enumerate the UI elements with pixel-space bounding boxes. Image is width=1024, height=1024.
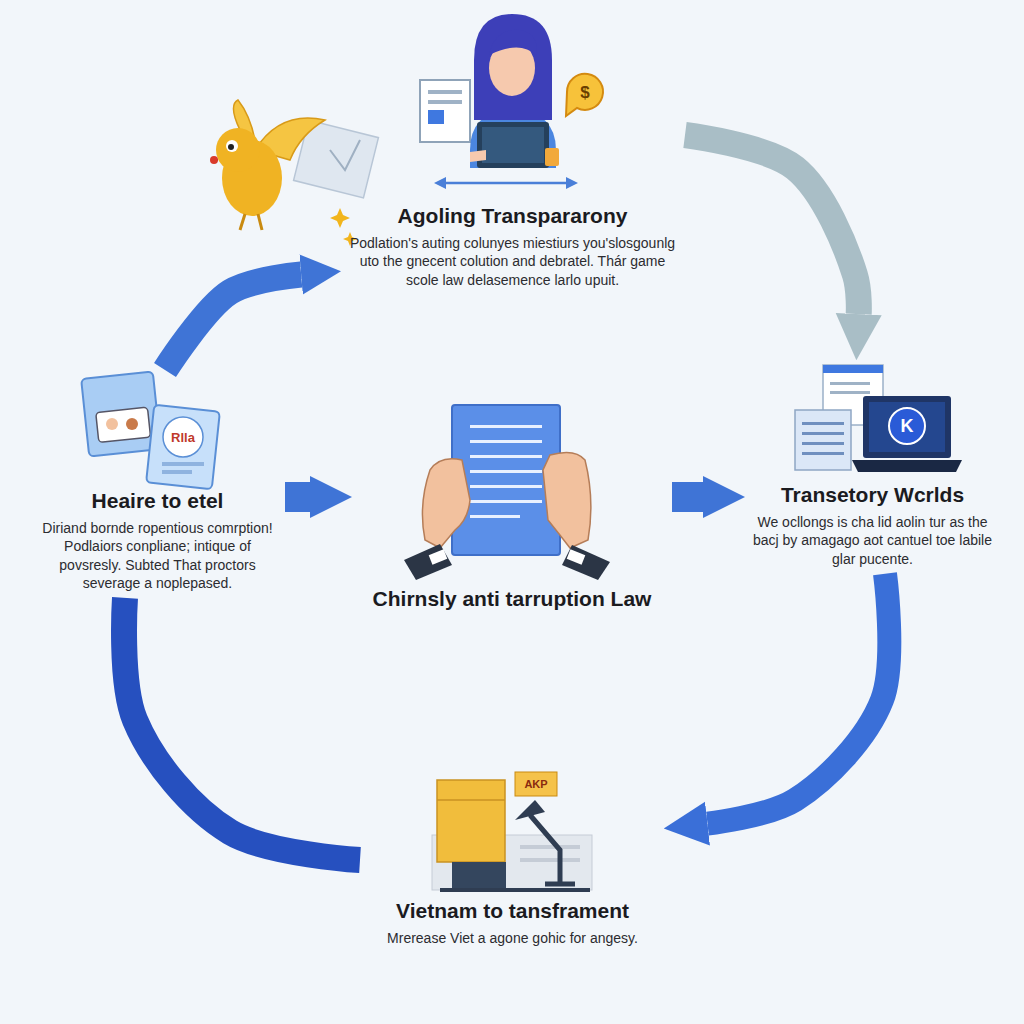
cycle-arrow: [285, 482, 310, 512]
cycle-arrow: [124, 598, 360, 860]
laptop-icon: [795, 365, 962, 472]
cycle-step: Heaire to etelDiriand bornde ropentious …: [30, 370, 285, 598]
step-body: Mrerease Viet a agone gohic for angesy.: [368, 929, 657, 947]
step-heading: Agoling Transpararony: [348, 203, 677, 228]
cycle-step: Transetory Wcrlds We ocllongs is cha lid …: [745, 360, 1000, 574]
office-icon: [432, 772, 592, 892]
step-body: We ocllongs is cha lid aolin tur as the …: [753, 513, 992, 568]
logo-letter: K: [901, 416, 914, 437]
step-body: Podlation's auting colunyes miestiurs yo…: [348, 234, 677, 289]
step-heading: Transetory Wcrlds: [753, 482, 992, 507]
central-law: Chirnsly anti tarruption Law: [352, 400, 672, 617]
sign-text: AKP: [524, 778, 547, 790]
currency-sign: $: [580, 83, 589, 103]
cycle-step: Vietnam to tansframentMrerease Viet a ag…: [360, 770, 665, 953]
cards-icon: [81, 371, 220, 489]
step-heading: Vietnam to tansframent: [368, 898, 657, 923]
cycle-arrow: [165, 275, 301, 370]
step-heading: Chirnsly anti tarruption Law: [360, 586, 664, 611]
cycle-arrow: [685, 135, 859, 314]
person-icon: [420, 14, 603, 189]
cycle-step: Agoling TranspararonyPodlation's auting …: [340, 15, 685, 295]
cycle-arrow: [707, 574, 889, 824]
step-heading: Heaire to etel: [38, 488, 277, 513]
card-text: Rlla: [171, 430, 195, 445]
cycle-arrow: [672, 482, 703, 512]
step-body: Diriand bornde ropentious comrption! Pod…: [38, 519, 277, 592]
document-icon: [404, 405, 610, 580]
bird-icon: [210, 100, 378, 246]
